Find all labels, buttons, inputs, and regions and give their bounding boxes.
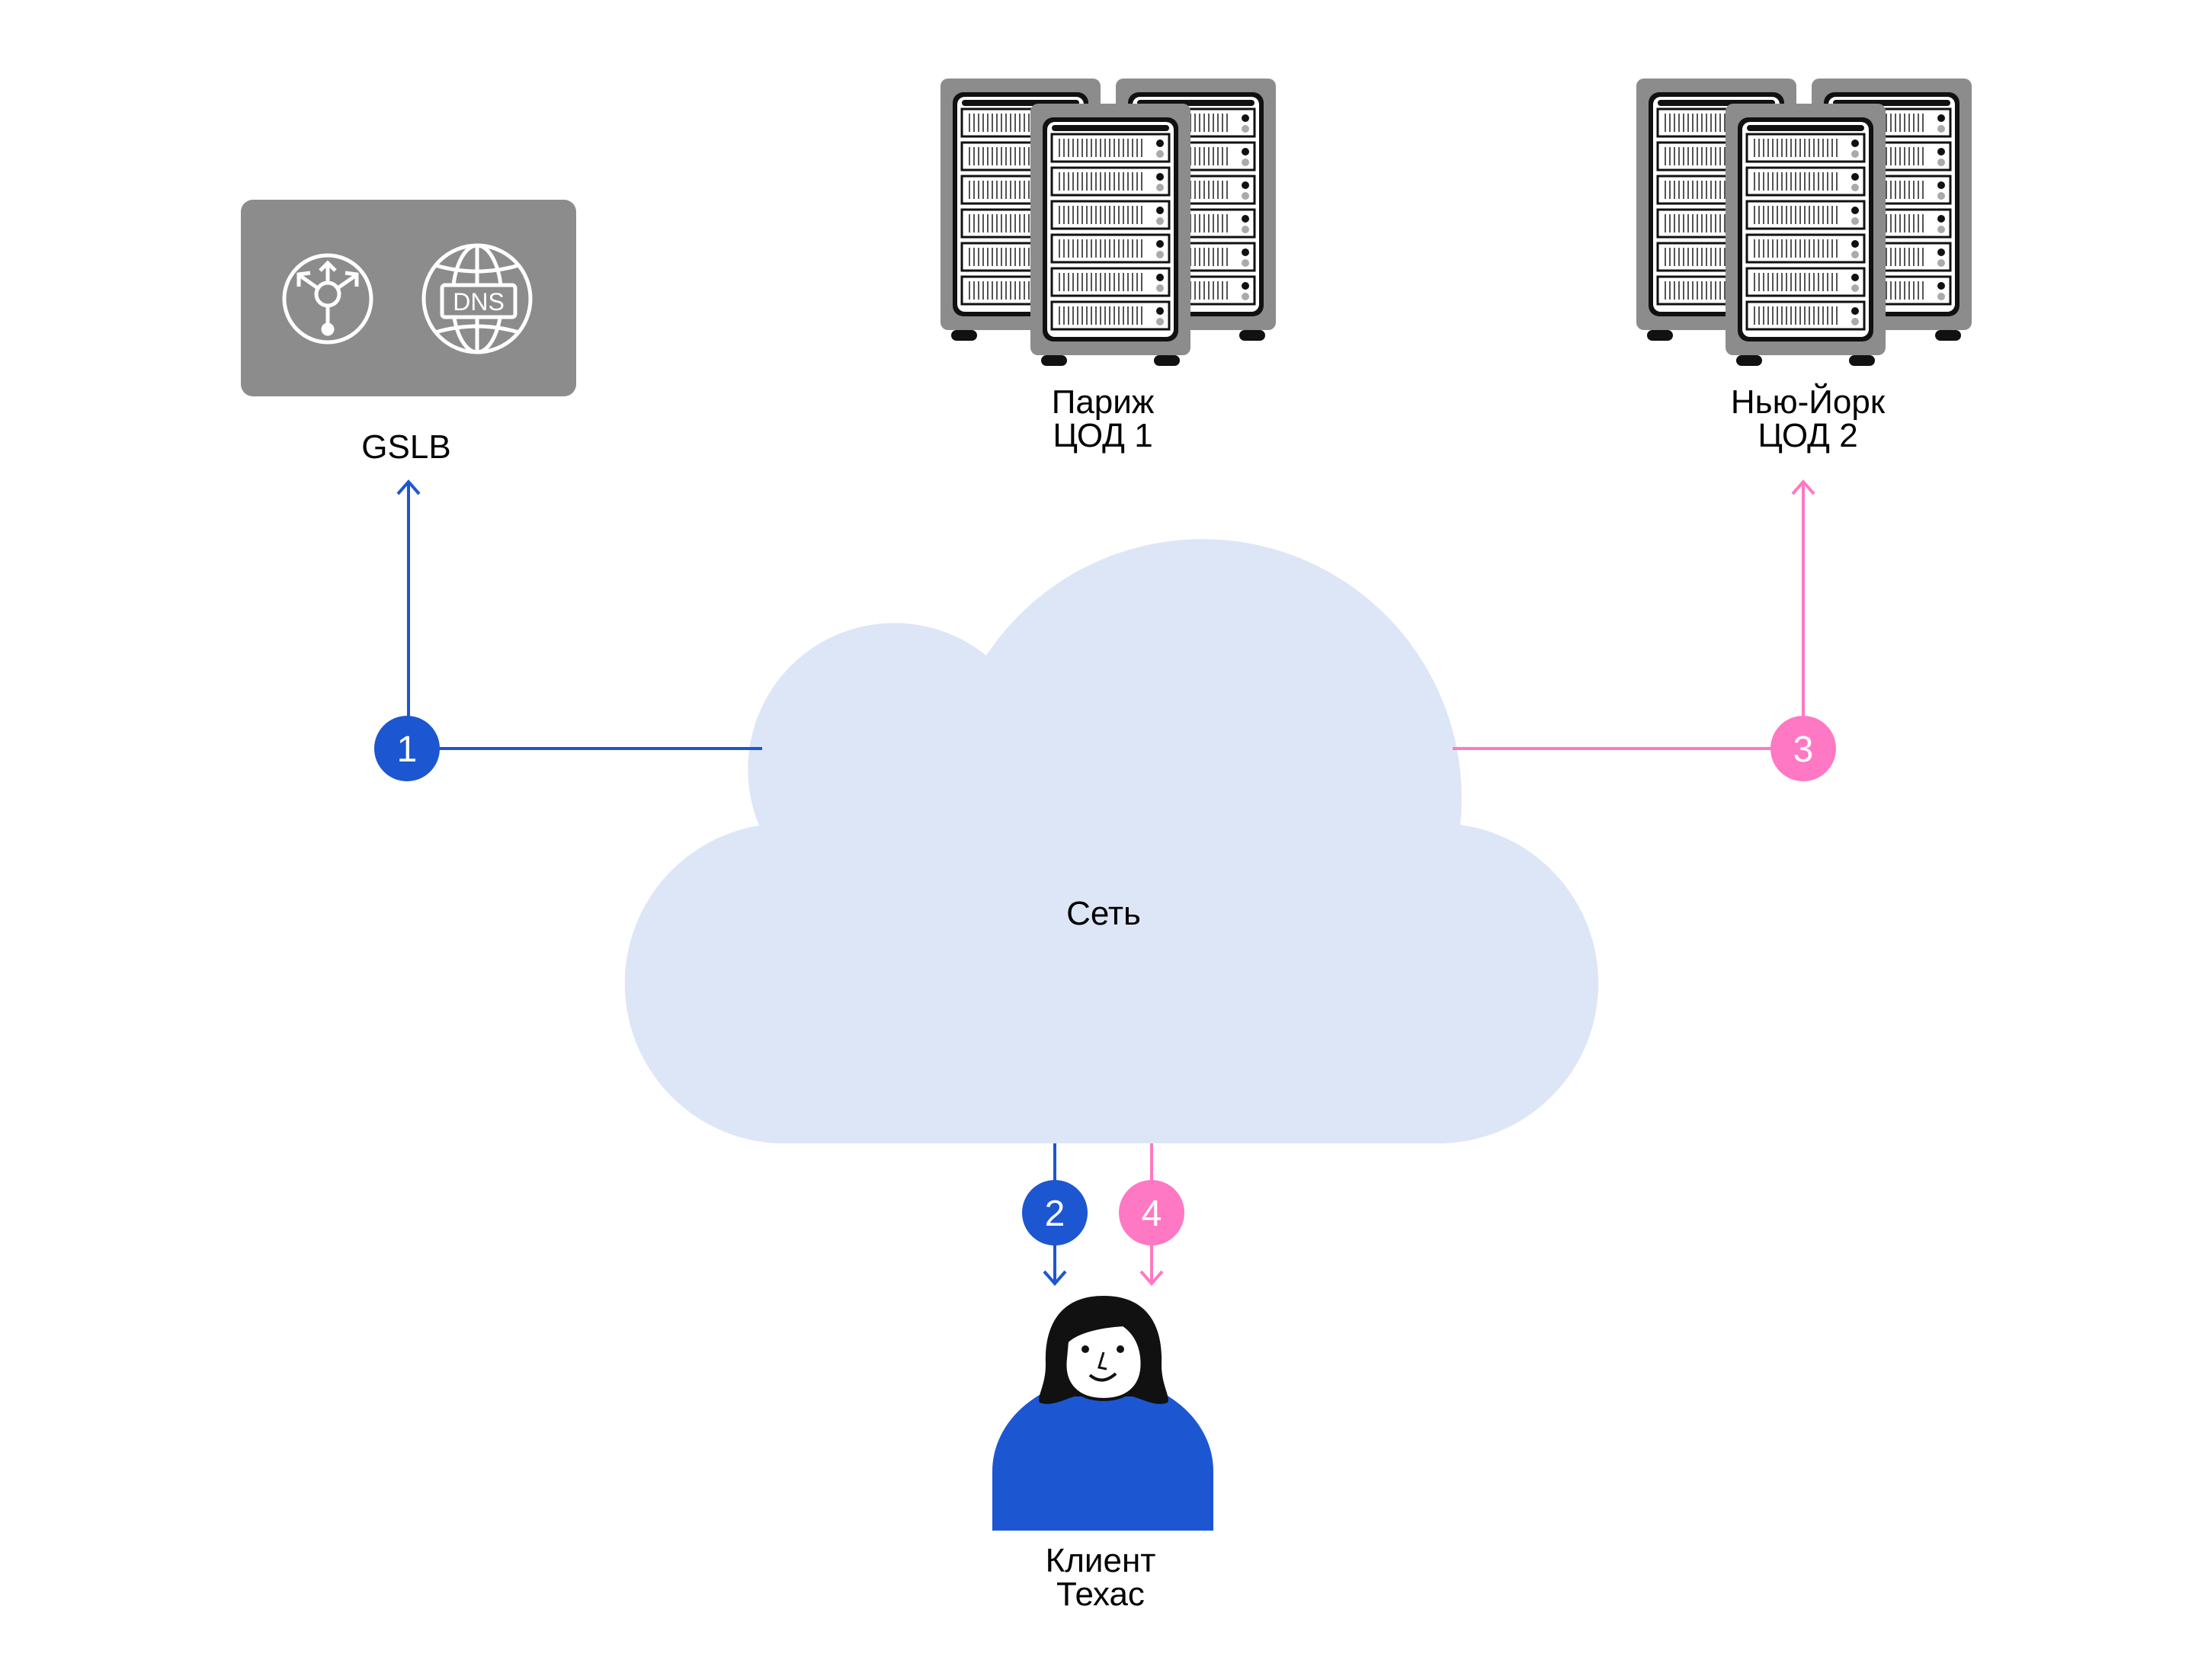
step-number: 2	[1045, 1194, 1065, 1234]
dc1-name-label: ЦОД 1	[1053, 417, 1152, 454]
step2-arrow-head	[1043, 1270, 1067, 1287]
client-label: Клиент	[1046, 1542, 1156, 1579]
server-rack-icon	[1636, 79, 1972, 366]
cloud-shape	[624, 539, 1599, 1143]
client-node: Клиент Техас	[992, 1296, 1213, 1613]
step-badge-1: 1	[374, 716, 440, 781]
ny-request-line	[1453, 482, 1805, 750]
gslb-request-line	[407, 482, 762, 750]
step-number: 4	[1142, 1194, 1162, 1234]
client-location-label: Техас	[1056, 1576, 1145, 1613]
dc2-city-label: Нью-Йорк	[1731, 382, 1886, 421]
network-cloud: Сеть	[624, 539, 1599, 1143]
step4-arrow-head	[1139, 1270, 1164, 1287]
ny-arrow-head	[1791, 479, 1815, 495]
dns-label: DNS	[453, 288, 505, 316]
step-badge-3: 3	[1770, 716, 1836, 781]
step-badge-2: 2	[1022, 1180, 1088, 1246]
gslb-node: DNS GSLB	[241, 200, 576, 466]
client-body	[992, 1378, 1213, 1531]
datacenter-paris: Париж ЦОД 1	[940, 79, 1276, 454]
gslb-arrow-head	[396, 479, 421, 495]
step-number: 3	[1793, 729, 1814, 770]
server-rack-icon	[940, 79, 1276, 366]
dc1-city-label: Париж	[1052, 383, 1155, 421]
step-number: 1	[397, 729, 418, 770]
load-balancer-icon	[282, 253, 373, 345]
person-icon	[992, 1296, 1213, 1531]
network-label: Сеть	[1066, 895, 1141, 932]
step-badge-4: 4	[1119, 1180, 1184, 1246]
gslb-label: GSLB	[361, 428, 450, 466]
datacenter-new-york: Нью-Йорк ЦОД 2	[1636, 79, 1972, 454]
gslb-box	[241, 200, 576, 396]
dns-globe-icon: DNS	[421, 243, 533, 354]
dc2-name-label: ЦОД 2	[1758, 417, 1857, 454]
